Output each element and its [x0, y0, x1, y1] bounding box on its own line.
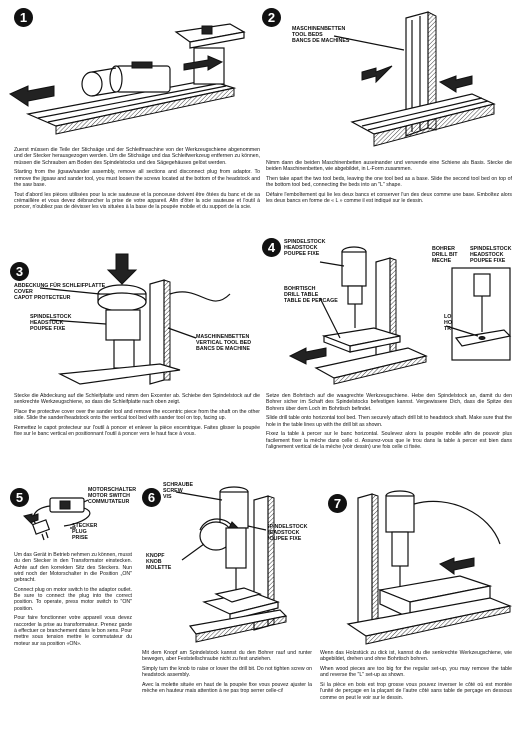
step-3-head-de: SPINDELSTOCK	[30, 314, 72, 320]
step-5-switch-label: MOTORSCHALTER MOTOR SWITCH COMMUTATEUR	[88, 487, 158, 506]
step-6-text-en: Simply turn the knob to raise or lower t…	[142, 665, 312, 679]
step-2-label-de: MASCHINENBETTEN	[292, 26, 346, 32]
step-5-plug-en: PLUG	[72, 529, 87, 536]
step-1-text-fr: Tout d'abord les pièces utilisées pour l…	[14, 191, 260, 211]
step-7-text-fr: Si la pièce en bois est trop grosse vous…	[320, 681, 512, 701]
step-5-badge: 5	[10, 488, 29, 507]
step-3-cover-label: ABDECKUNG FÜR SCHLEIFPLATTE COVER CAPOT …	[14, 283, 124, 302]
step-3-cover-en: COVER	[14, 289, 33, 296]
step-7-text-en: When wood pieces are too big for the reg…	[320, 665, 512, 679]
step-2-text-fr: Défaire l'emboîtement qui lie les deux b…	[266, 191, 512, 205]
step-3-bed-en: VERTICAL TOOL BED	[196, 340, 252, 347]
step-3-cover-de: ABDECKUNG FÜR SCHLEIFPLATTE	[14, 283, 106, 289]
step-6-head-fr: POUPEE FIXE	[266, 536, 302, 543]
step-1-text-de: Zuerst müssen die Teile der Stichsäge un…	[14, 147, 260, 166]
step-4-table-en: DRILL TABLE	[284, 292, 319, 299]
step-4-head2-en: HEADSTOCK	[470, 252, 504, 259]
step-3-head-en: HEADSTOCK	[30, 320, 64, 327]
step-4-head2-fr: POUPEE FIXE	[470, 258, 506, 265]
step-2-text: Nimm dann die beiden Maschinenbetten aus…	[266, 160, 512, 208]
step-6-headstock-label: SPINDELSTOCK HEADSTOCK POUPEE FIXE	[266, 524, 326, 543]
step-3-headstock-label: SPINDELSTOCK HEADSTOCK POUPEE FIXE	[30, 314, 110, 333]
step-1-illustration	[8, 23, 246, 135]
step-6-text-fr: Avec la molette située en haut de la pou…	[142, 681, 312, 695]
step-3-text-de: Stecke die Abdeckung auf die Schleifplat…	[14, 393, 260, 406]
step-7-badge: 7	[328, 494, 347, 513]
step-3-illustration	[39, 253, 231, 385]
step-5-switch-fr: COMMUTATEUR	[88, 499, 130, 506]
step-2-text-en: Then take apart the two tool beds, leavi…	[266, 175, 512, 189]
step-6-illustration	[175, 486, 288, 643]
step-4-head-fr: POUPEE FIXE	[284, 251, 320, 258]
step-4-head-en: HEADSTOCK	[284, 245, 318, 252]
step-6-knob-de: KNOPF	[146, 553, 165, 559]
step-5-switch-de: MOTORSCHALTER	[88, 487, 137, 493]
step-4-drill-de: BOHRER	[432, 246, 455, 252]
step-4-head-de: SPINDELSTOCK	[284, 239, 326, 245]
step-4-table-fr: TABLE DE PERCAGE	[284, 298, 338, 305]
step-6-knob-fr: MOLETTE	[146, 565, 172, 572]
step-4-text: Setze den Bohrtisch auf die waagrechte W…	[266, 393, 512, 454]
step-4-drill-en: DRILL BIT	[432, 252, 458, 259]
step-5-text-fr: Pour faire fonctionner votre appareil vo…	[14, 615, 132, 647]
step-4-table-label: BOHRTISCH DRILL TABLE TABLE DE PERCAGE	[284, 286, 354, 305]
step-6-knob-en: KNOB	[146, 559, 162, 566]
step-1-text: Zuerst müssen die Teile der Stichsäge un…	[14, 147, 260, 214]
step-3-bed-fr: BANCS DE MACHINE	[196, 346, 250, 353]
step-4-text-en: Slide drill table onto horizontal tool b…	[266, 415, 512, 428]
step-4-illustration	[288, 246, 428, 385]
step-6-text: Mit dem Knopf am Spindelstock kannst du …	[142, 650, 312, 698]
step-4-headstock2-label: SPINDELSTOCK HEADSTOCK POUPEE FIXE	[470, 246, 522, 265]
step-3-head-fr: POUPEE FIXE	[30, 326, 66, 333]
step-4-text-fr: Fixez la table à percer sur le banc hori…	[266, 431, 512, 450]
step-5-plug-label: STECKER PLUG PRISE	[72, 523, 112, 542]
step-6-screw-fr: VIS	[163, 494, 172, 501]
step-5-text-de: Um das Gerät in Betrieb nehmen zu können…	[14, 552, 132, 584]
step-6-screw-de: SCHRAUBE	[163, 482, 194, 488]
step-6-head-de: SPINDELSTOCK	[266, 524, 308, 530]
step-2-label-en: TOOL BEDS	[292, 32, 323, 39]
step-4-drill-fr: MECHE	[432, 258, 452, 265]
step-5-switch-en: MOTOR SWITCH	[88, 493, 130, 500]
step-5-illustration	[23, 497, 91, 541]
step-4-drill-label: BOHRER DRILL BIT MECHE	[432, 246, 472, 265]
step-3-text-en: Place the protective cover over the sand…	[14, 408, 260, 422]
step-7-text: Wenn das Holzstück zu dick ist, kannst d…	[320, 650, 512, 704]
step-2-label: MASCHINENBETTEN TOOL BEDS BANCS DE MACHI…	[292, 26, 402, 45]
step-3-badge: 3	[10, 262, 29, 281]
step-3-bed-de: MASCHINENBETTEN	[196, 334, 250, 340]
step-2-text-de: Nimm dann die beiden Maschinenbetten aus…	[266, 160, 512, 173]
step-5-text-en: Connect plug on motor switch to the adap…	[14, 586, 132, 612]
step-6-knob-label: KNOPF KNOB MOLETTE	[146, 553, 186, 572]
step-6-head-en: HEADSTOCK	[266, 530, 300, 537]
step-2-label-fr: BANCS DE MACHINES	[292, 38, 350, 45]
step-2-illustration	[333, 11, 496, 147]
step-3-cover-fr: CAPOT PROTECTEUR	[14, 295, 71, 302]
step-3-text-fr: Remettez le capot protecteur sur l'outil…	[14, 424, 260, 438]
step-4-head2-de: SPINDELSTOCK	[470, 246, 512, 252]
step-1-badge: 1	[14, 8, 33, 27]
step-5-plug-fr: PRISE	[72, 535, 88, 542]
step-5-text: Um das Gerät in Betrieb nehmen zu können…	[14, 552, 132, 650]
step-3-bed-label: MASCHINENBETTEN VERTICAL TOOL BED BANCS …	[196, 334, 276, 353]
step-2-badge: 2	[262, 8, 281, 27]
step-6-text-de: Mit dem Knopf am Spindelstock kannst du …	[142, 650, 312, 663]
step-5-plug-de: STECKER	[72, 523, 98, 529]
step-6-screw-en: SCREW	[163, 488, 183, 495]
step-4-text-de: Setze den Bohrtisch auf die waagrechte W…	[266, 393, 512, 412]
step-4-badge: 4	[262, 238, 281, 257]
step-4-headstock-label: SPINDELSTOCK HEADSTOCK POUPEE FIXE	[284, 239, 354, 258]
step-6-screw-label: SCHRAUBE SCREW VIS	[163, 482, 203, 501]
step-1-text-en: Starting from the jigsaw/sander assembly…	[14, 169, 260, 188]
step-3-text: Stecke die Abdeckung auf die Schleifplat…	[14, 393, 260, 441]
step-4-table-de: BOHRTISCH	[284, 286, 316, 292]
step-7-text-de: Wenn das Holzstück zu dick ist, kannst d…	[320, 650, 512, 663]
step-4-hole-en: HOLE	[444, 320, 459, 327]
step-4-detail	[445, 267, 512, 361]
step-7-illustration	[346, 490, 513, 645]
step-6-badge: 6	[142, 488, 161, 507]
